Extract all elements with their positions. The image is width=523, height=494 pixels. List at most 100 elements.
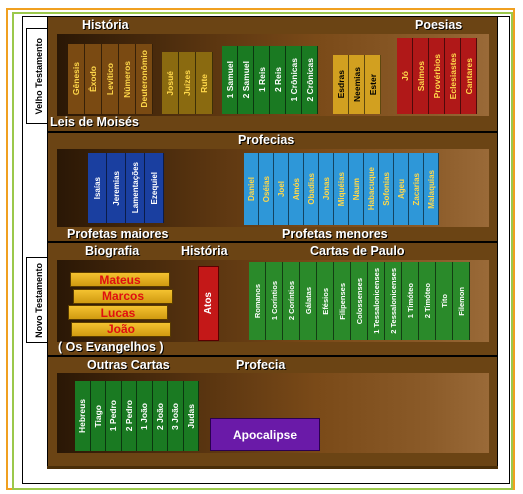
book-paulo-12: Tito [436, 262, 453, 340]
book-profetas-menores-10: Sofonias [379, 153, 394, 225]
book-title: Salmos [415, 60, 426, 92]
book-historia-c-1: Esdras [333, 55, 349, 114]
book-paulo-10: 1 Timóteo [402, 262, 419, 340]
book-paulo-1: Romanos [249, 262, 266, 340]
book-historia-c-3: Ester [365, 55, 381, 114]
book-title: Habacuque [366, 167, 376, 211]
book-evangelho-2: Marcos [73, 288, 173, 304]
book-title: Ageu [396, 179, 406, 199]
section-evangelhos: ( Os Evangelhos ) [58, 340, 164, 354]
book-title: Amós [291, 177, 301, 201]
book-historia-c-2: Neemias [349, 55, 365, 114]
book-paulo-6: Filipenses [334, 262, 351, 340]
book-title: 1 Pedro [108, 400, 119, 432]
book-profetas-menores-6: Jonas [319, 153, 334, 225]
book-paulo-7: Colossenses [351, 262, 368, 340]
book-title: Rute [199, 73, 209, 93]
book-title: Judas [185, 403, 196, 429]
book-title: Oséias [261, 175, 271, 203]
book-title: 1 Tessalonicenses [371, 268, 381, 334]
book-outras-cartas-6: 2 João [152, 381, 168, 451]
book-title: Neemias [351, 67, 362, 102]
book-title: 2 João [154, 402, 165, 430]
section-leis: Leis de Moisés [50, 115, 139, 129]
book-profetas-maiores-3: Lamentações [126, 153, 145, 223]
book-title: 2 Reis [272, 67, 283, 93]
book-outras-cartas-5: 1 João [137, 381, 153, 451]
book-title: Filemon [456, 286, 466, 316]
book-historia-a-1: Josué [162, 52, 179, 114]
book-profetas-menores-3: Joel [274, 153, 289, 225]
book-title: 2 Crônicas [304, 58, 315, 102]
book-title: Jeremias [111, 170, 121, 206]
book-evangelho-3: Lucas [68, 305, 168, 320]
book-title: Eclesiastes [447, 52, 458, 100]
book-title: 1 Timóteo [405, 283, 415, 319]
book-evangelho-1: Mateus [70, 272, 170, 287]
book-outras-cartas-1: Hebreus [75, 381, 91, 451]
book-paulo-13: Filemon [453, 262, 470, 340]
book-title: 2 Timóteo [422, 283, 432, 319]
book-profetas-menores-12: Zacarias [409, 153, 424, 225]
outer-frame-green [12, 12, 513, 490]
book-outras-cartas-4: 2 Pedro [121, 381, 137, 451]
book-title: 1 Samuel [224, 61, 235, 99]
shelf-bottom [47, 466, 498, 469]
book-title: Zacarias [411, 172, 421, 206]
book-title: 1 Crônicas [288, 58, 299, 102]
book-title: Colossenses [354, 277, 364, 325]
section-cartas-paulo: Cartas de Paulo [310, 244, 405, 258]
book-title: Deuteronômio [139, 50, 149, 108]
book-title: Joel [276, 180, 286, 197]
book-title: Tito [439, 294, 449, 308]
book-title: Provérbios [431, 53, 442, 99]
book-title: 1 Coríntios [269, 281, 279, 321]
book-profetas-menores-9: Habacuque [364, 153, 379, 225]
book-lei-5: Deuteronômio [136, 44, 153, 114]
book-evangelho-4: João [71, 321, 171, 337]
section-profecia-nt: Profecia [236, 358, 286, 372]
book-title: 1 João [139, 402, 150, 430]
section-poesias: Poesias [415, 18, 463, 32]
book-poesia-5: Cantares [461, 38, 477, 114]
book-historia-b-1: 1 Samuel [222, 46, 238, 114]
book-lei-2: Êxodo [85, 44, 102, 114]
book-title: Malaquias [426, 169, 436, 209]
book-title: João [106, 322, 135, 336]
book-title: Ezequiel [149, 171, 159, 205]
book-title: Naum [351, 177, 361, 201]
book-title: Levítico [105, 62, 115, 96]
book-title: 2 Tessalonicenses [388, 268, 398, 334]
book-apocalipse: Apocalipse [210, 418, 320, 451]
book-title: Gênesis [71, 62, 81, 96]
book-paulo-11: 2 Timóteo [419, 262, 436, 340]
book-title: Sofonias [381, 172, 391, 206]
book-title: Hebreus [77, 398, 88, 433]
book-profetas-menores-8: Naum [349, 153, 364, 225]
book-title: Jó [399, 71, 410, 81]
book-title: Miquéias [336, 171, 346, 207]
book-title: Êxodo [88, 66, 98, 92]
book-profetas-menores-13: Malaquias [424, 153, 439, 225]
book-title: Marcos [101, 289, 145, 303]
book-title: Mateus [99, 272, 141, 287]
book-title: Ester [367, 73, 378, 96]
book-title: Isaías [92, 176, 102, 200]
book-profetas-maiores-2: Jeremias [107, 153, 126, 223]
book-paulo-5: Efésios [317, 262, 334, 340]
book-paulo-2: 1 Coríntios [266, 262, 283, 340]
book-outras-cartas-2: Tiago [90, 381, 106, 451]
book-title: Daniel [246, 176, 256, 201]
book-title: Jonas [321, 177, 331, 201]
book-poesia-1: Jó [397, 38, 413, 114]
section-outras-cartas: Outras Cartas [87, 358, 170, 372]
book-title: 1 Reis [256, 67, 267, 93]
book-poesia-2: Salmos [413, 38, 429, 114]
book-title: Esdras [335, 70, 346, 99]
book-title: Efésios [320, 287, 330, 315]
book-title: Josué [165, 70, 175, 96]
book-outras-cartas-8: Judas [183, 381, 199, 451]
book-title: Obadias [306, 173, 316, 205]
book-profetas-menores-5: Obadias [304, 153, 319, 225]
book-paulo-3: 2 Coríntios [283, 262, 300, 340]
